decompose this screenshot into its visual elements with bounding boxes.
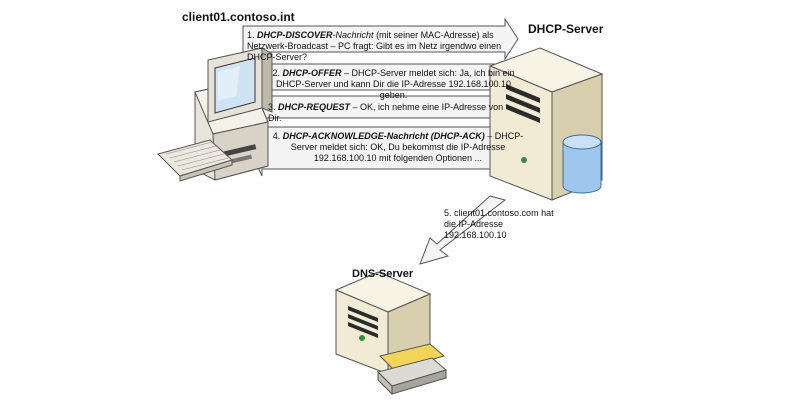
dns-server [334,271,448,396]
step-1-label: 1. DHCP-DISCOVER-Nachricht (mit seiner M… [247,30,502,62]
database-icon [562,134,602,194]
arrow-step-1 [242,17,519,61]
monitor [207,47,273,123]
dhcp-server-title: DHCP-Server [528,22,604,36]
arrow-step-5 [419,195,507,265]
step-2-label: 2. DHCP-OFFER – DHCP-Server meldet sich:… [272,68,515,100]
client-title: client01.contoso.int [182,10,295,24]
client-computer [157,47,273,182]
keyboard [157,139,233,182]
step-4-label: 4. DHCP-ACKNOWLEDGE-Nachricht (DHCP-ACK)… [272,131,524,163]
dns-server-title: DNS-Server [352,268,414,280]
step-3-label: 3. DHCP-REQUEST – OK, ich nehme eine IP-… [268,102,504,123]
printer-icon [377,343,448,396]
step-5-label: 5. client01.contoso.com hat die IP-Adres… [444,208,554,240]
dhcp-server [488,47,604,201]
